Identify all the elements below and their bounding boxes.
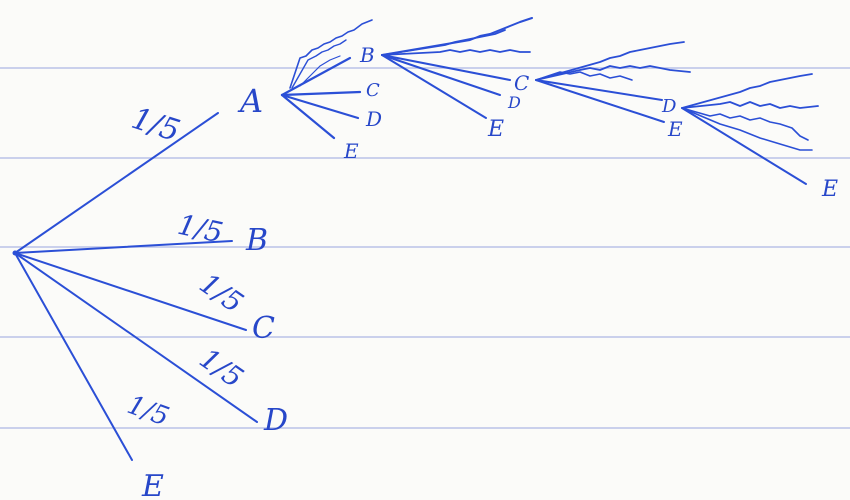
outcome-label-AB: B (359, 43, 375, 67)
branch-B-to-C (381, 54, 511, 81)
scribbled-branches (535, 71, 633, 81)
branch-A-to-B (280, 56, 352, 97)
outcome-label-E: E (141, 469, 164, 500)
outcome-label-C: C (252, 311, 275, 346)
outcome-label-A: A (237, 82, 263, 120)
branch-to-A (14, 112, 219, 254)
outcome-label-BC: C (514, 71, 529, 95)
branch-B-to-E (381, 54, 487, 119)
outcome-label-D: D (263, 403, 288, 438)
subtree-C: D E (535, 41, 691, 141)
subtree-A: B C D E (280, 19, 382, 163)
scribbled-branches (289, 19, 373, 89)
outcome-label-AD: D (365, 107, 382, 131)
scribbled-branches (681, 73, 813, 109)
subtree-B: C D E (381, 17, 533, 142)
outcome-label-AE: E (343, 139, 359, 163)
scribbled-branches (535, 65, 691, 81)
outcome-labels: A B C D E (141, 82, 288, 500)
outcome-label-CD: D (661, 96, 677, 117)
outcome-label-CE: E (667, 117, 683, 141)
branch-C-to-E (535, 79, 665, 123)
ruled-lines (0, 67, 850, 429)
first-level-branches (14, 112, 258, 461)
outcome-label-BE: E (487, 117, 504, 142)
subtree-D: E (681, 73, 838, 202)
branch-A-to-C (280, 90, 362, 97)
branch-to-D (14, 252, 258, 423)
scribbled-branches (681, 107, 813, 151)
scribbled-branches (681, 107, 809, 141)
branch-A-to-E (280, 93, 336, 140)
prob-label-D: 1/5 (194, 342, 250, 395)
branch-to-C (14, 252, 247, 331)
scribbled-branches (299, 55, 341, 87)
branch-D-to-E (681, 107, 807, 185)
scribbled-branches (381, 49, 531, 56)
outcome-label-DE: E (821, 177, 838, 202)
branch-C-to-D (535, 79, 663, 101)
scribbled-branches (535, 41, 685, 81)
prob-label-C: 1/5 (194, 267, 250, 320)
branch-A-to-D (280, 93, 360, 120)
branch-to-B (14, 240, 233, 254)
prob-label-A: 1/5 (127, 101, 184, 149)
scribbled-branches (291, 39, 347, 89)
outcome-label-AC: C (366, 80, 380, 101)
outcome-label-BD: D (507, 93, 521, 112)
scribbled-branches (381, 29, 506, 56)
probability-labels: 1/5 1/5 1/5 1/5 1/5 (123, 101, 249, 433)
branch-B-to-D (381, 54, 501, 96)
prob-label-E: 1/5 (123, 390, 173, 433)
branch-to-E (14, 252, 133, 461)
outcome-label-B: B (245, 223, 268, 258)
scribbled-branches (681, 101, 819, 109)
